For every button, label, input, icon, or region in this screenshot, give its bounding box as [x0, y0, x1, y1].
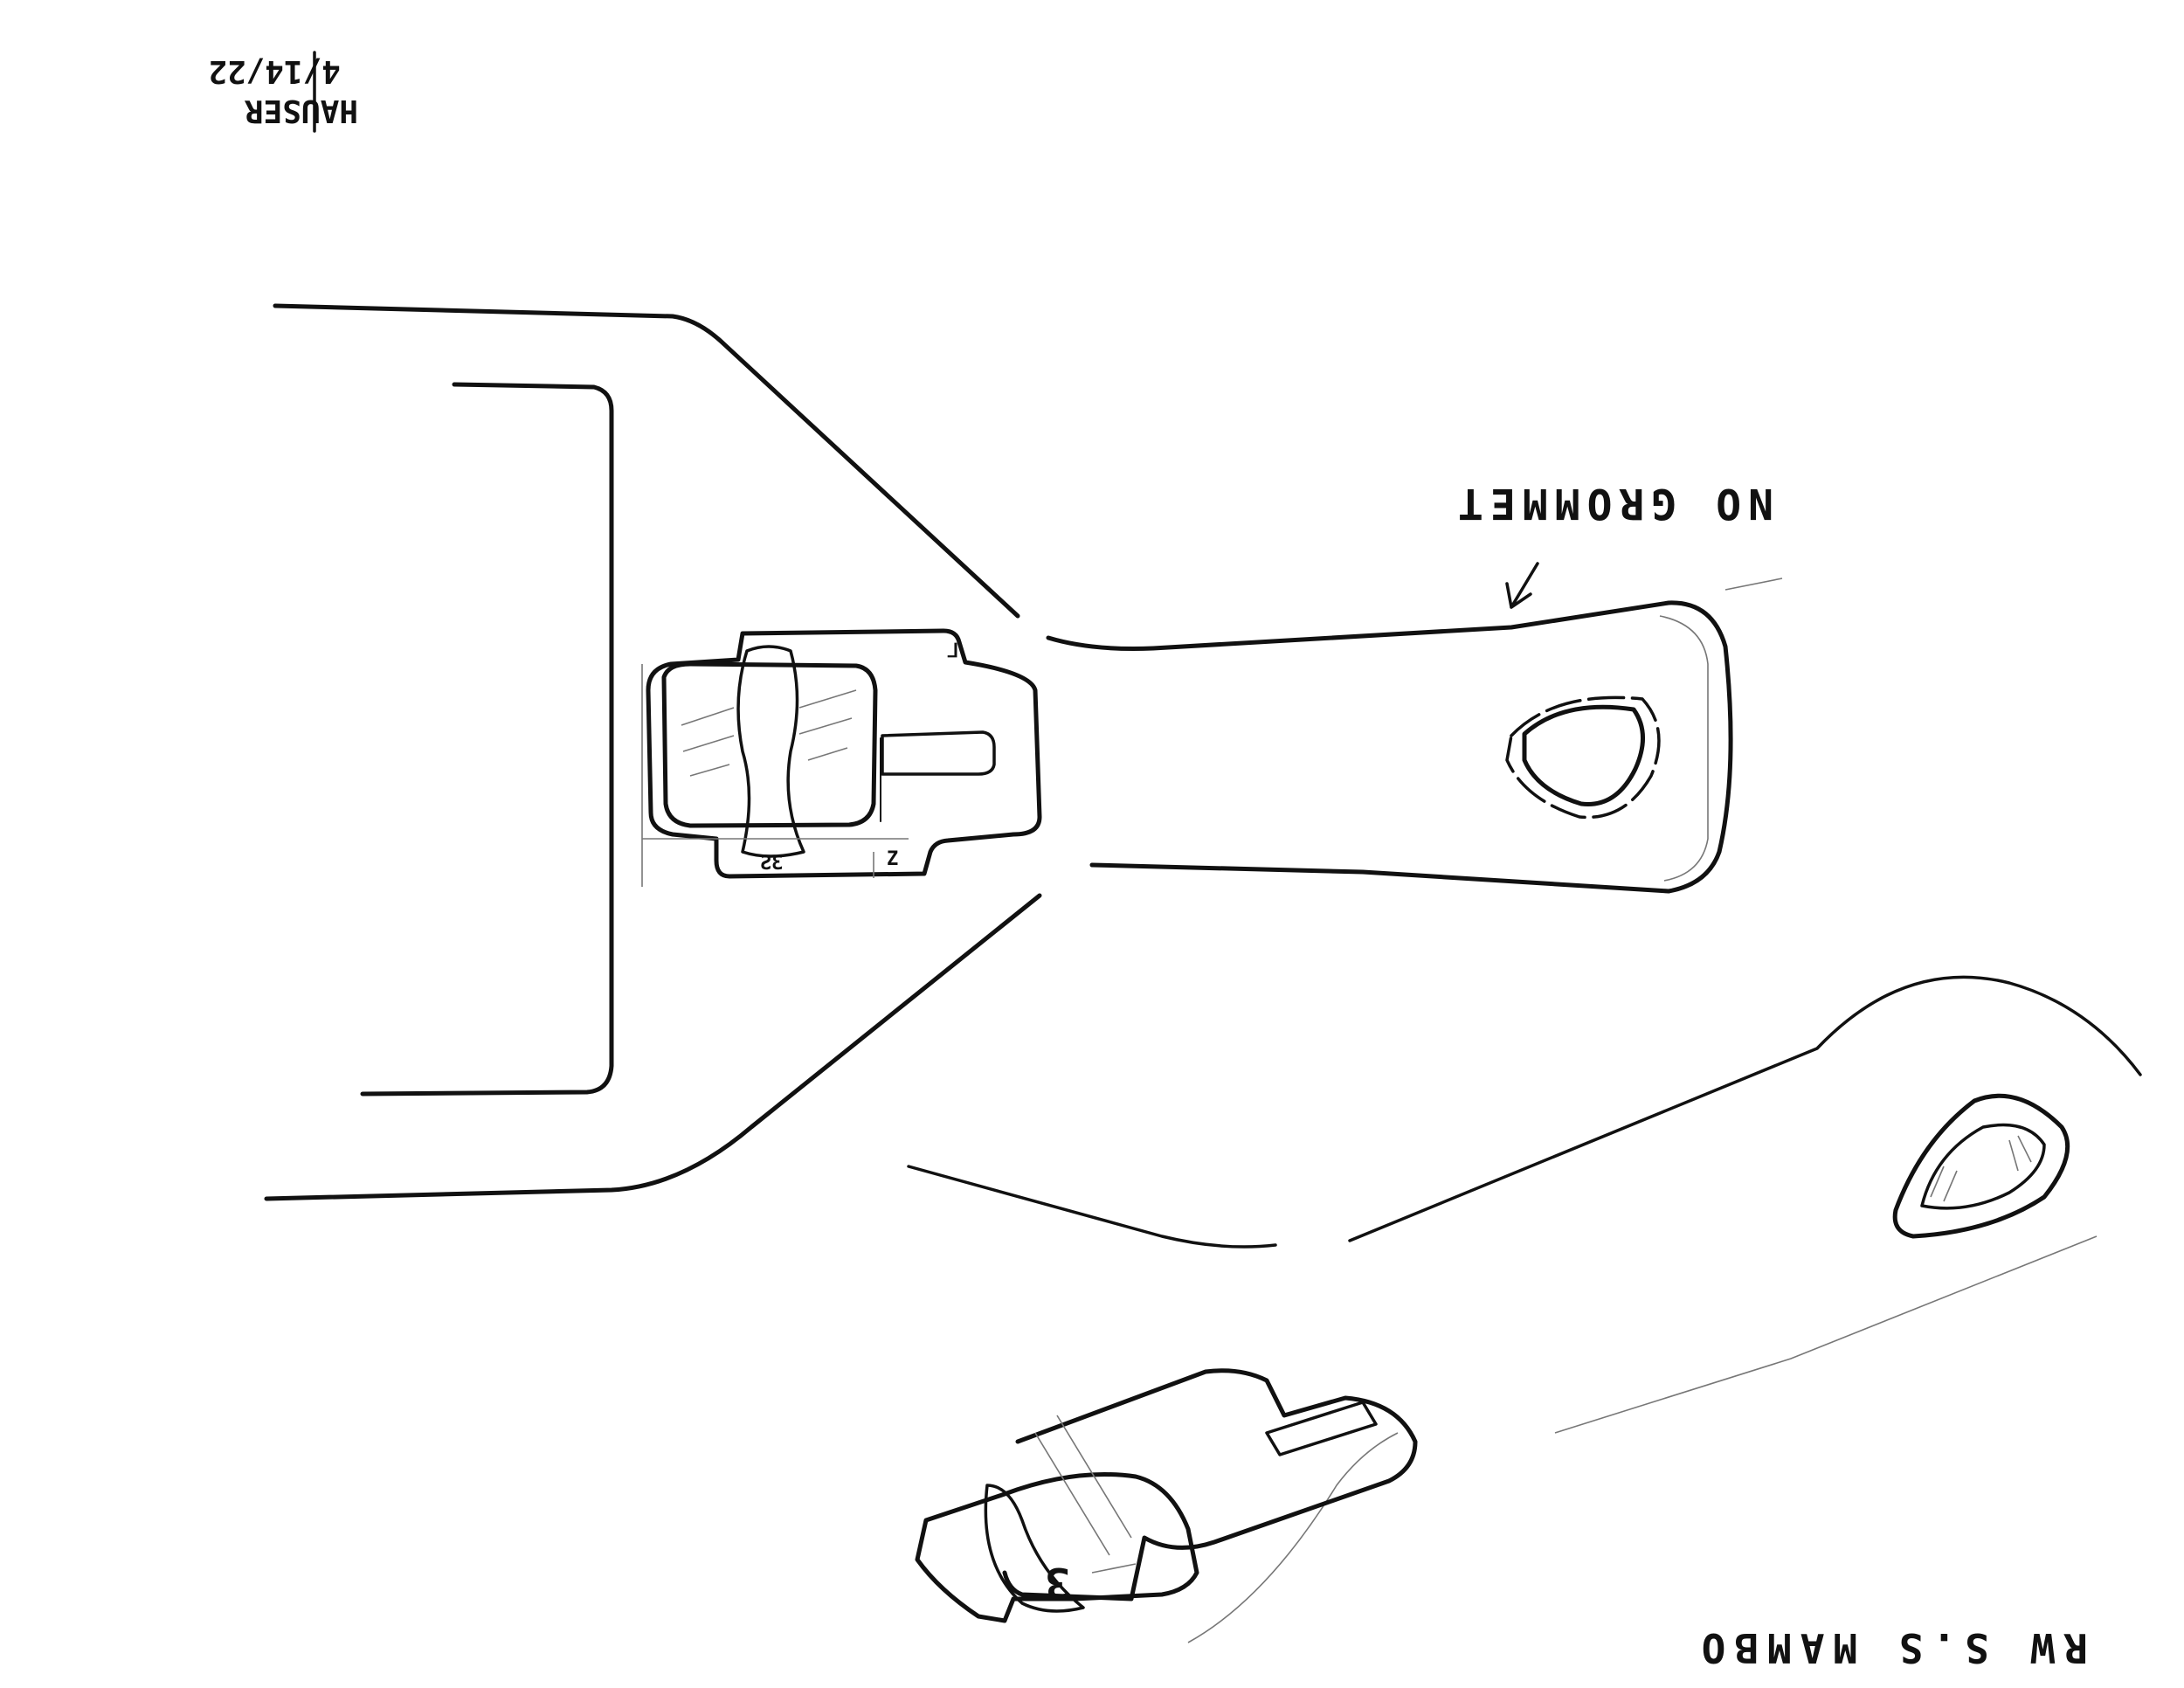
perspective-slider-ridge: [984, 1484, 1085, 1613]
perspective-hole-inner: [1920, 1123, 2046, 1210]
perspective-buckle-slot: [1265, 1401, 1378, 1456]
annotation-main-text: NO GROMMET: [1451, 479, 1773, 528]
perspective-body-left: [907, 1165, 1277, 1249]
page-number-group: 3: [1045, 1558, 1070, 1607]
perspective-body-top: [1348, 975, 2142, 1242]
buckle-mark-left: ƧƐ: [760, 853, 784, 875]
signature-block: 4/14/22 HAUSER: [208, 53, 358, 128]
signature-name: HAUSER: [245, 93, 358, 128]
perspective-view-sketch: [907, 975, 2142, 1643]
buckle-slot: [881, 730, 996, 776]
annotation-arrow: [1505, 562, 1539, 609]
inner-panel: [360, 382, 614, 1097]
top-view-sketch: ⅃ Z ƧƐ: [264, 303, 1783, 1201]
strap-hole-outer: [1505, 695, 1661, 820]
faint-extension: [1724, 578, 1783, 591]
strap-inner-edge: [1659, 615, 1709, 882]
perspective-buckle-plate: [1002, 1368, 1418, 1602]
perspective-buckle-detail: [1034, 1415, 1137, 1574]
signature-date: 4/14/22: [208, 53, 341, 89]
body-outline-top: [273, 303, 1020, 619]
slider-shading-right: [798, 689, 857, 761]
page-number: 3: [1045, 1558, 1070, 1607]
perspective-hole: [1892, 1093, 2070, 1239]
perspective-bottom-curve: [1187, 1432, 1399, 1643]
slider-shading-left: [681, 707, 735, 777]
slider-pull: [661, 661, 878, 828]
perspective-hole-shading: [1930, 1135, 2032, 1202]
body-outline-bottom: [264, 893, 1042, 1201]
annotation-bottom: RW S.S MAMBO: [1693, 1624, 2088, 1671]
strap-hole: [1522, 704, 1645, 806]
annotation-no-grommet: NO GROMMET: [1451, 479, 1773, 528]
strap-outline-top: [1046, 600, 1733, 894]
buckle-guide-lines: [641, 664, 909, 887]
annotation-bottom-text: RW S.S MAMBO: [1693, 1624, 2088, 1671]
buckle-frame: [646, 628, 1042, 879]
buckle-mark-bottom: Z: [887, 848, 898, 870]
perspective-slider: [915, 1472, 1199, 1623]
slider-center-ridge: [736, 645, 805, 858]
strap-outline-bottom: [1089, 862, 1671, 894]
perspective-lower-edge: [1554, 1235, 2098, 1434]
buckle-mark-top: ⅃: [947, 640, 958, 662]
